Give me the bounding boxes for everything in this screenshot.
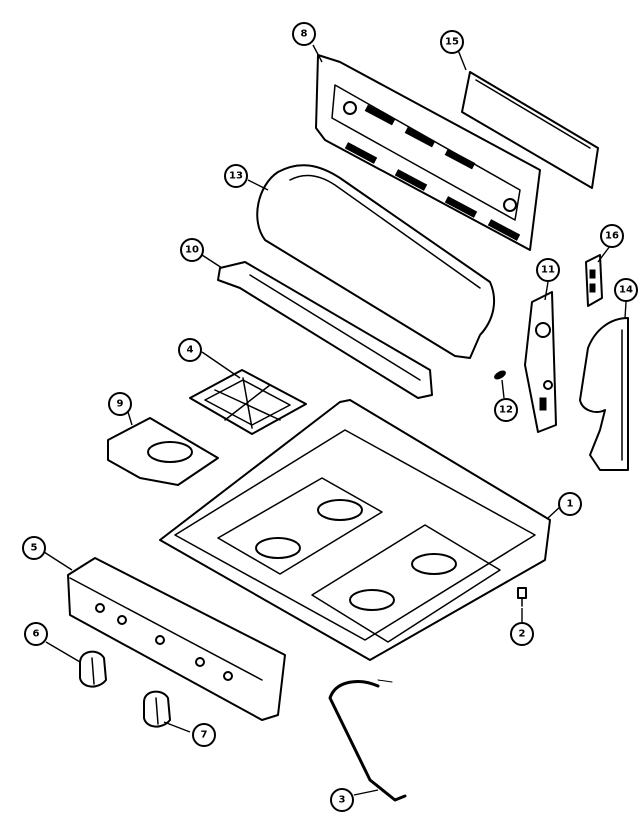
svg-text:15: 15 [445, 37, 459, 48]
svg-text:5: 5 [31, 543, 38, 554]
callout-4: 4 [178, 338, 202, 362]
callout-10: 10 [180, 238, 204, 262]
callout-3: 3 [330, 788, 354, 812]
svg-text:12: 12 [499, 405, 513, 416]
part-10-support-bracket [217, 261, 433, 399]
svg-text:11: 11 [541, 265, 555, 276]
callout-16: 16 [600, 224, 624, 248]
callout-8: 8 [292, 22, 316, 46]
part-11-side-panel [524, 291, 557, 433]
svg-text:14: 14 [619, 285, 633, 296]
part-3-igniter-wire [328, 679, 407, 802]
svg-text:7: 7 [201, 730, 208, 741]
svg-text:10: 10 [185, 245, 199, 256]
part-16-bracket [585, 254, 603, 307]
part-7-knob [143, 690, 171, 728]
callout-12: 12 [494, 398, 518, 422]
part-4-burner-grate [189, 369, 307, 435]
part-14-end-cap [579, 317, 629, 471]
svg-text:9: 9 [117, 399, 124, 410]
part-15-trim-panel [461, 71, 599, 189]
callout-6: 6 [24, 622, 48, 646]
svg-text:6: 6 [33, 629, 40, 640]
svg-text:3: 3 [339, 795, 346, 806]
svg-text:4: 4 [187, 345, 194, 356]
callout-1: 1 [558, 492, 582, 516]
svg-text:1: 1 [567, 499, 574, 510]
part-5-control-panel [67, 557, 286, 721]
part-12-screw [494, 370, 506, 380]
callout-9: 9 [108, 392, 132, 416]
callout-7: 7 [192, 723, 216, 747]
svg-text:8: 8 [301, 29, 308, 40]
callout-11: 11 [536, 258, 560, 282]
callout-13: 13 [224, 164, 248, 188]
leader-lines [43, 44, 627, 796]
part-9-drip-pan [107, 417, 219, 486]
svg-text:16: 16 [605, 231, 619, 242]
callout-5: 5 [22, 536, 46, 560]
callout-2: 2 [510, 622, 534, 646]
part-8-backguard [315, 54, 541, 251]
part-13-cover [256, 164, 496, 359]
svg-text:2: 2 [519, 629, 526, 640]
svg-text:13: 13 [229, 171, 243, 182]
callout-15: 15 [440, 30, 464, 54]
part-2-screw [517, 587, 527, 607]
part-1-cooktop [159, 399, 551, 661]
part-6-knob [79, 650, 107, 688]
callout-14: 14 [614, 278, 638, 302]
